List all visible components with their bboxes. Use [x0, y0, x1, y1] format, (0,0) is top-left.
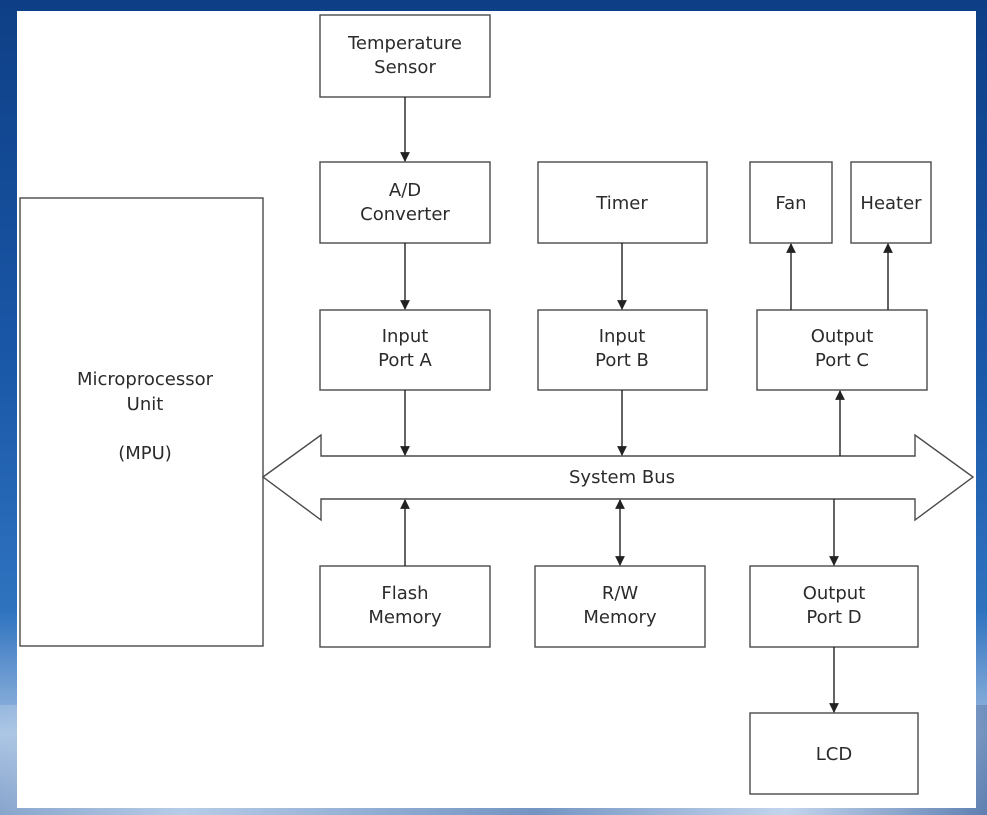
mpu-label-3: (MPU): [118, 443, 172, 464]
fan-label: Fan: [775, 193, 806, 214]
timer-label: Timer: [595, 193, 648, 214]
output-port-c-label-1: Output: [811, 326, 874, 347]
flash-memory-label-1: Flash: [381, 583, 428, 604]
temperature-sensor-label-2: Sensor: [374, 57, 436, 78]
mpu-block: Microprocessor Unit (MPU): [19, 197, 264, 647]
flash-memory-label-2: Memory: [368, 607, 442, 628]
rw-memory-block: R/W Memory: [534, 565, 706, 648]
input-port-b-block: Input Port B: [537, 309, 708, 391]
output-port-c-label-2: Port C: [815, 350, 869, 371]
input-port-a-label-1: Input: [382, 326, 429, 347]
lcd-block: LCD: [749, 712, 919, 795]
input-port-a-label-2: Port A: [378, 350, 432, 371]
ad-converter-label-1: A/D: [389, 180, 421, 201]
rw-memory-label-2: Memory: [583, 607, 657, 628]
input-port-a-block: Input Port A: [319, 309, 491, 391]
fan-block: Fan: [749, 161, 833, 244]
output-port-d-label-2: Port D: [806, 607, 861, 628]
heater-block: Heater: [850, 161, 932, 244]
lcd-label: LCD: [816, 744, 852, 765]
temperature-sensor-label-1: Temperature: [347, 33, 462, 54]
flash-memory-block: Flash Memory: [319, 565, 491, 648]
input-port-b-label-2: Port B: [595, 350, 649, 371]
temperature-sensor-block: Temperature Sensor: [319, 14, 491, 98]
heater-label: Heater: [860, 193, 922, 214]
ad-converter-label-2: Converter: [360, 204, 450, 225]
mpu-label-2: Unit: [127, 394, 164, 415]
system-bus-label: System Bus: [569, 467, 675, 488]
ad-converter-block: A/D Converter: [319, 161, 491, 244]
rw-memory-label-1: R/W: [602, 583, 639, 604]
mpu-label-1: Microprocessor: [77, 369, 214, 390]
output-port-d-block: Output Port D: [749, 565, 919, 648]
timer-block: Timer: [537, 161, 708, 244]
input-port-b-label-1: Input: [599, 326, 646, 347]
system-bus-arrow: System Bus: [261, 433, 975, 522]
output-port-d-label-1: Output: [803, 583, 866, 604]
output-port-c-block: Output Port C: [756, 309, 928, 391]
